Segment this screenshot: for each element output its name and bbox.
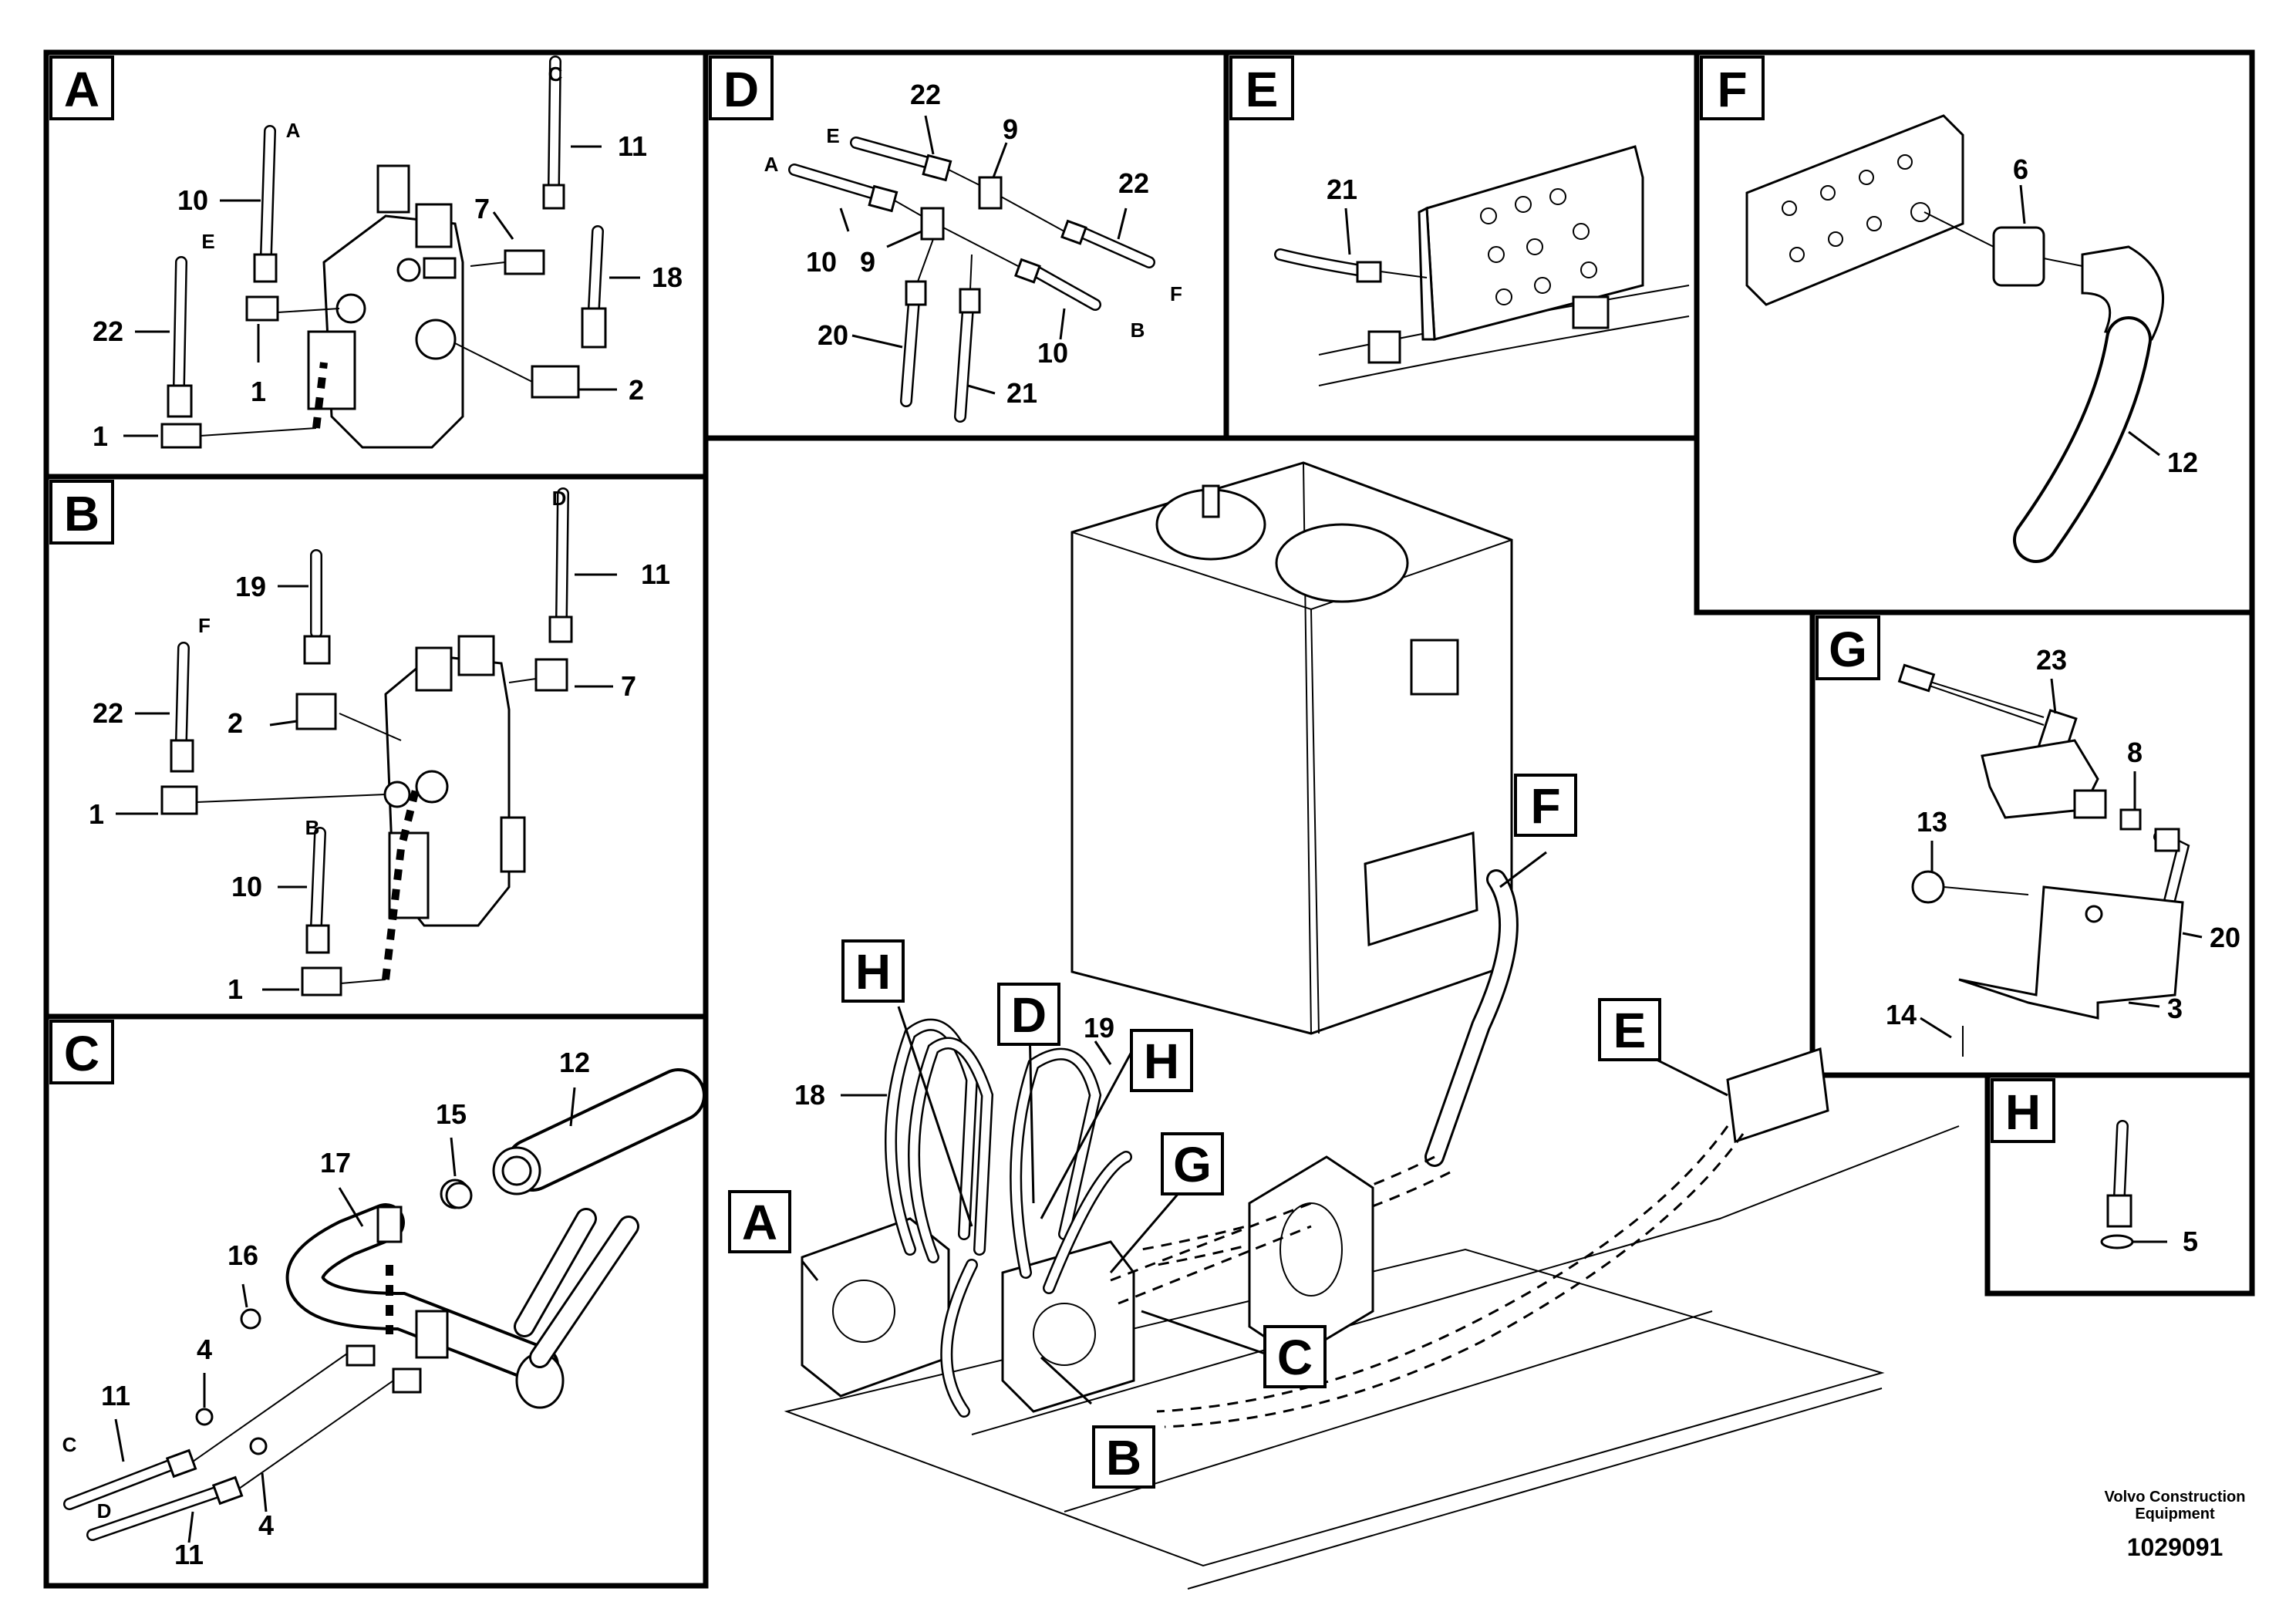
footer: Volvo Construction Equipment 1029091: [2052, 1489, 2296, 1562]
panel-c-label-4b: 4: [258, 1509, 274, 1541]
panel-d-drawing: 22 E 9 A 22 10 9 F B 10 20 21: [764, 79, 1182, 423]
callout-c: C: [1277, 1330, 1313, 1385]
panel-b-label-2: 2: [228, 707, 243, 739]
panel-h-label-5: 5: [2183, 1226, 2198, 1257]
panel-b-label-19: 19: [235, 571, 266, 602]
panel-d-label-20: 20: [818, 319, 848, 351]
panel-d-label-22b: 22: [1118, 167, 1149, 199]
panel-d-label-21: 21: [1006, 377, 1037, 409]
brand-line-2: Equipment: [2135, 1506, 2215, 1523]
main-label-19: 19: [1084, 1012, 1114, 1044]
panel-a-label-7: 7: [474, 193, 490, 224]
callout-h-left: H: [855, 944, 891, 1000]
panel-g-label-3: 3: [2167, 993, 2183, 1024]
panel-c-label-4a: 4: [197, 1334, 212, 1365]
panel-d-letter: D: [723, 62, 759, 117]
panel-c-label-17: 17: [320, 1147, 351, 1179]
panel-c-letter: C: [64, 1026, 99, 1081]
panel-g-label-23: 23: [2036, 644, 2067, 676]
panel-a-label-1b: 1: [93, 420, 108, 452]
panel-a-label-c: C: [548, 62, 563, 86]
panel-c-label-d: D: [97, 1499, 112, 1523]
callout-b: B: [1106, 1430, 1141, 1485]
panel-d-label-a: A: [764, 153, 779, 176]
panel-b-label-f: F: [198, 614, 211, 637]
panel-f-label-6: 6: [2013, 153, 2028, 185]
drawing-id: 1029091: [2126, 1533, 2224, 1561]
panel-c-label-16: 16: [228, 1239, 258, 1271]
panel-b-label-11: 11: [641, 558, 670, 590]
panel-a-drawing: C A E 10 11 7 18 22 1 1 2: [93, 56, 683, 452]
panel-b-letter: B: [64, 486, 99, 541]
panel-g-label-13: 13: [1917, 806, 1947, 838]
panel-a-label-11: 11: [618, 130, 647, 162]
panel-d-label-22a: 22: [910, 79, 941, 110]
panel-d-label-10b: 10: [1037, 337, 1068, 369]
panel-a-label-a: A: [286, 119, 301, 142]
panel-d-label-9b: 9: [860, 246, 875, 278]
panel-c-drawing: 12 15 17 16 4 11 C D 11 4: [62, 1047, 706, 1570]
panel-b-label-1b: 1: [228, 973, 243, 1005]
panel-f-label-12: 12: [2167, 447, 2198, 478]
callout-g: G: [1173, 1137, 1212, 1192]
panel-d-label-e: E: [826, 124, 839, 147]
panel-e-drawing: 21: [1274, 145, 1690, 386]
panel-letter-boxes: A B C D E F G H: [49, 56, 2055, 1143]
panel-g-label-20: 20: [2210, 922, 2240, 953]
panel-c-label-15: 15: [436, 1098, 467, 1130]
panel-a-label-22: 22: [93, 315, 123, 347]
panel-b-drawing: D 11 19 F 22 2 7 1 B 10 1: [89, 487, 670, 1005]
panel-c-label-11b: 11: [174, 1539, 204, 1570]
panel-d-label-9a: 9: [1003, 113, 1018, 145]
panel-a-label-2: 2: [629, 374, 644, 406]
panel-d-label-f: F: [1170, 282, 1182, 305]
main-label-18: 18: [794, 1079, 825, 1111]
panel-a-label-e: E: [201, 230, 214, 253]
panel-d-label-b: B: [1131, 319, 1145, 342]
panel-b-label-d: D: [552, 487, 567, 510]
panel-d-label-10a: 10: [806, 246, 837, 278]
panel-g-label-8: 8: [2127, 737, 2143, 768]
callout-d: D: [1011, 987, 1047, 1043]
panel-c-label-c: C: [62, 1433, 77, 1456]
panel-b-label-7: 7: [621, 670, 636, 702]
callout-f: F: [1530, 778, 1560, 834]
panel-f-drawing: 6 12: [1745, 114, 2198, 563]
panel-b-label-10: 10: [231, 871, 262, 902]
callout-e: E: [1613, 1003, 1647, 1058]
panel-b-label-22: 22: [93, 697, 123, 729]
panel-a-label-1a: 1: [251, 376, 266, 407]
panel-a-letter: A: [64, 62, 99, 117]
panel-g-label-14: 14: [1886, 999, 1917, 1030]
panel-e-letter: E: [1246, 62, 1279, 117]
panel-b-label-b: B: [305, 816, 320, 839]
panel-g-letter: G: [1829, 622, 1867, 677]
callout-h-right: H: [1144, 1034, 1179, 1089]
panel-frames: [43, 49, 2255, 1589]
panel-f-letter: F: [1717, 62, 1747, 117]
brand-line-1: Volvo Construction: [2104, 1489, 2246, 1506]
main-view-drawing: 18 19: [784, 461, 1960, 1590]
panel-e-label-21: 21: [1327, 174, 1357, 205]
panel-c-label-12: 12: [559, 1047, 590, 1078]
panel-h-letter: H: [2005, 1084, 2041, 1140]
panel-c-label-11a: 11: [101, 1380, 130, 1411]
callout-a: A: [742, 1195, 777, 1250]
main-callouts: F H D H G A E C B: [728, 774, 1661, 1489]
panel-a-label-18: 18: [652, 261, 683, 293]
panel-a-label-10: 10: [177, 184, 208, 216]
panel-h-drawing: 5: [2100, 1120, 2198, 1257]
panel-g-drawing: 23 8 13 20 3 14: [1886, 644, 2240, 1057]
panel-b-label-1a: 1: [89, 798, 104, 830]
